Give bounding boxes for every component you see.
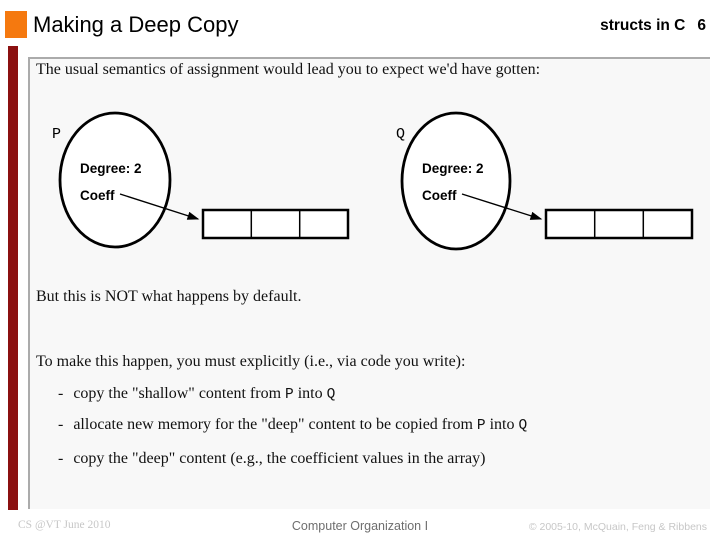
- deep-copy-diagram: P Degree: 2 Coeff Q Degree: 2 Coeff: [52, 111, 694, 251]
- struct-p-degree: Degree: 2: [80, 161, 142, 176]
- bullet-dash: -: [58, 416, 64, 433]
- footer-left: CS @VT June 2010: [18, 519, 111, 531]
- bullet-shallow-copy: -copy the "shallow" content from P into …: [58, 385, 335, 403]
- bullet-text: into: [485, 416, 519, 433]
- course-tag: structs in C: [600, 17, 686, 34]
- struct-p-coeff: Coeff: [80, 188, 115, 203]
- p-coeff-pointer-arrow: [119, 193, 200, 220]
- footer-copyright: © 2005-10, McQuain, Feng & Ribbens: [528, 521, 707, 533]
- struct-q-label: Q: [396, 126, 405, 143]
- maroon-accent-bar: [8, 46, 18, 510]
- bullet-allocate-memory: -allocate new memory for the "deep" cont…: [58, 416, 527, 434]
- p-coeff-array: [201, 208, 350, 240]
- page-number: 6: [697, 17, 706, 34]
- footer-center: Computer Organization I: [291, 519, 429, 533]
- bullet-text: into: [293, 385, 327, 402]
- var-q: Q: [326, 387, 336, 403]
- bullet-dash: -: [58, 385, 64, 402]
- orange-accent-square: [5, 11, 27, 38]
- var-p: P: [476, 418, 486, 434]
- body-line-explicit: To make this happen, you must explicitly…: [36, 353, 466, 370]
- bullet-text: copy the "deep" content (e.g., the coeff…: [73, 450, 486, 467]
- struct-p-label: P: [52, 126, 61, 143]
- q-coeff-array: [544, 208, 694, 240]
- var-q: Q: [518, 418, 528, 434]
- struct-q-degree: Degree: 2: [422, 161, 484, 176]
- q-coeff-pointer-arrow: [461, 193, 543, 220]
- body-line-default: But this is NOT what happens by default.: [36, 288, 302, 305]
- bullet-dash: -: [58, 450, 64, 467]
- intro-text: The usual semantics of assignment would …: [36, 61, 541, 78]
- page-title: Making a Deep Copy: [33, 12, 239, 37]
- struct-p-ellipse: [58, 111, 172, 249]
- struct-q-ellipse: [400, 111, 512, 251]
- bullet-text: allocate new memory for the "deep" conte…: [73, 416, 477, 433]
- header-course-info: structs in C 6: [600, 17, 706, 35]
- struct-q-coeff: Coeff: [422, 188, 457, 203]
- bullet-deep-copy: -copy the "deep" content (e.g., the coef…: [58, 450, 485, 468]
- var-p: P: [285, 387, 294, 403]
- bullet-text: copy the "shallow" content from: [73, 385, 286, 402]
